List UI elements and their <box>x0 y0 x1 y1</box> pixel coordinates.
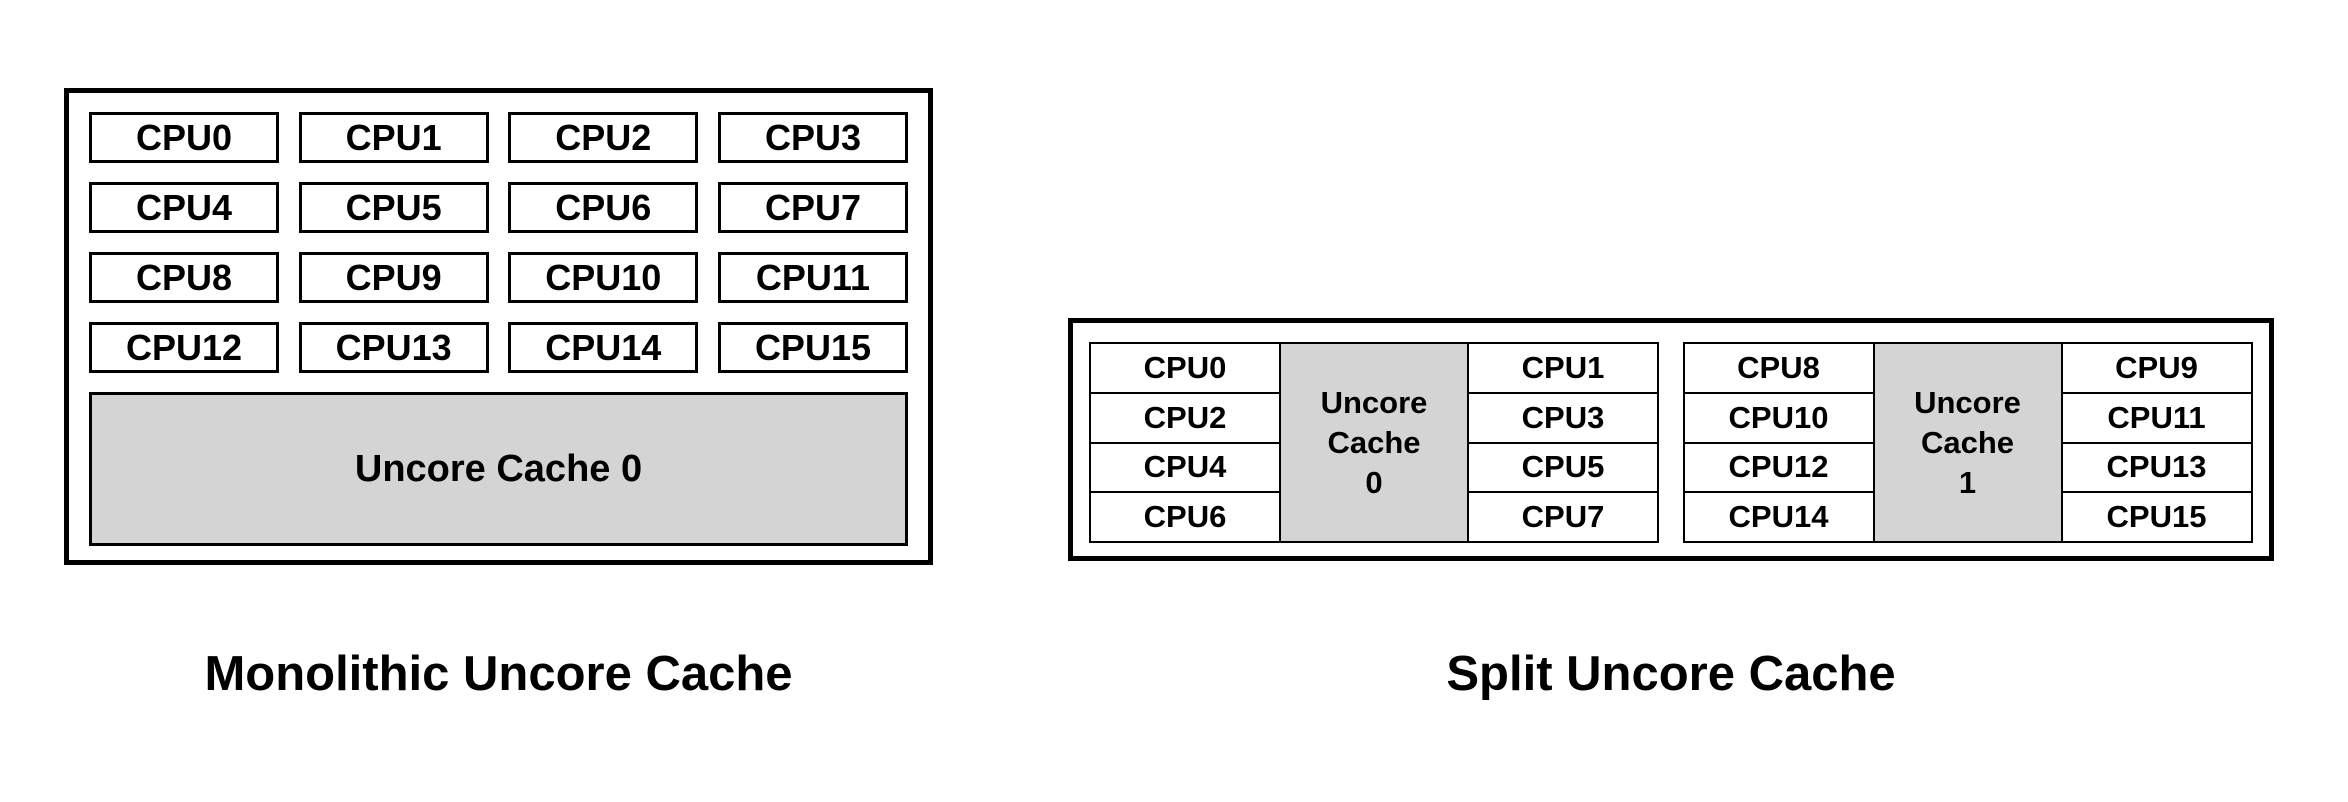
cpu-box: CPU8 <box>89 252 279 303</box>
uncore-cache-0-box: Uncore Cache 0 <box>1279 342 1469 543</box>
cpu-box: CPU9 <box>2062 344 2251 394</box>
cpu-row: CPU0 CPU1 CPU2 CPU3 <box>89 112 908 163</box>
cpu-box: CPU14 <box>1728 499 1829 535</box>
cpu-box: CPU0 <box>89 112 279 163</box>
cache-label-line: Cache <box>1327 424 1421 460</box>
cpu-box: CPU10 <box>1684 394 1873 444</box>
cpu-stack-left: CPU0 CPU2 CPU4 CPU6 <box>1089 342 1281 543</box>
cpu-box: CPU0 <box>1091 344 1279 394</box>
uncore-cache-0-box: Uncore Cache 0 <box>89 392 908 546</box>
cache-label-line: Uncore <box>1320 384 1428 420</box>
cpu-box: CPU9 <box>298 252 489 303</box>
cpu-box: CPU7 <box>1521 499 1605 535</box>
cpu-box: CPU10 <box>508 252 699 303</box>
split-group-0: CPU0 CPU2 CPU4 CPU6 Uncore Cache 0 CPU1 … <box>1089 342 1661 543</box>
monolithic-diagram-caption: Monolithic Uncore Cache <box>204 647 793 701</box>
cpu-stack-right: CPU1 CPU3 CPU5 CPU7 <box>1467 342 1659 543</box>
cpu-box: CPU5 <box>298 182 489 233</box>
cache-label-line: Uncore <box>1914 384 2021 420</box>
cpu-row: CPU4 CPU5 CPU6 CPU7 <box>89 182 908 233</box>
cpu-box: CPU1 <box>298 112 489 163</box>
cpu-box: CPU2 <box>1091 394 1279 444</box>
cpu-box: CPU2 <box>508 112 699 163</box>
cpu-box: CPU14 <box>508 322 699 373</box>
split-uncore-cache-diagram: CPU0 CPU2 CPU4 CPU6 Uncore Cache 0 CPU1 … <box>1068 318 2274 561</box>
cpu-box: CPU6 <box>1143 499 1227 535</box>
cpu-stack-left: CPU8 CPU10 CPU12 CPU14 <box>1682 342 1875 543</box>
cpu-box: CPU13 <box>298 322 489 373</box>
cpu-box: CPU3 <box>1469 394 1657 444</box>
cpu-box: CPU11 <box>2062 394 2251 444</box>
cpu-box: CPU12 <box>1684 444 1873 494</box>
split-group-1: CPU8 CPU10 CPU12 CPU14 Uncore Cache 1 CP… <box>1682 342 2255 543</box>
cache-label-line: Cache <box>1920 424 2015 460</box>
cpu-box: CPU8 <box>1684 344 1873 394</box>
cpu-box: CPU11 <box>717 252 908 303</box>
cache-label-line: 1 <box>1958 464 1977 500</box>
cpu-box: CPU13 <box>2062 444 2251 494</box>
cpu-box: CPU5 <box>1469 444 1657 494</box>
cache-label-line: 0 <box>1365 464 1383 500</box>
uncore-cache-1-box: Uncore Cache 1 <box>1872 342 2063 543</box>
cpu-box: CPU15 <box>2106 499 2207 535</box>
cpu-box: CPU6 <box>508 182 699 233</box>
cpu-box: CPU15 <box>717 322 908 373</box>
cpu-box: CPU4 <box>1091 444 1279 494</box>
cpu-box: CPU3 <box>717 112 908 163</box>
cpu-row: CPU8 CPU9 CPU10 CPU11 <box>89 252 908 303</box>
cpu-row: CPU12 CPU13 CPU14 CPU15 <box>89 322 908 373</box>
cpu-box: CPU1 <box>1469 344 1657 394</box>
split-diagram-caption: Split Uncore Cache <box>1446 647 1896 701</box>
monolithic-uncore-cache-diagram: CPU0 CPU1 CPU2 CPU3 CPU4 CPU5 CPU6 CPU7 … <box>64 88 933 565</box>
cpu-box: CPU4 <box>89 182 279 233</box>
cpu-box: CPU12 <box>89 322 279 373</box>
cpu-box: CPU7 <box>717 182 908 233</box>
cpu-stack-right: CPU9 CPU11 CPU13 CPU15 <box>2060 342 2253 543</box>
